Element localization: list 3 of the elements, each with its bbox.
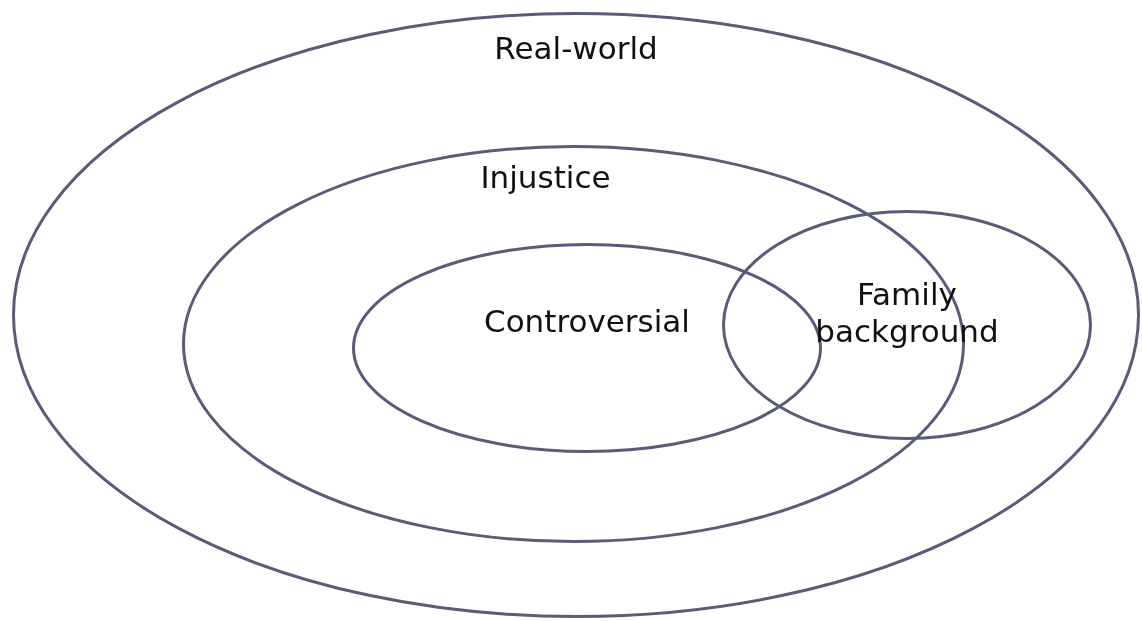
set-label: Controversial [483, 303, 691, 341]
set-label: Injustice [479, 159, 612, 197]
set-label: Real-world [493, 30, 659, 68]
